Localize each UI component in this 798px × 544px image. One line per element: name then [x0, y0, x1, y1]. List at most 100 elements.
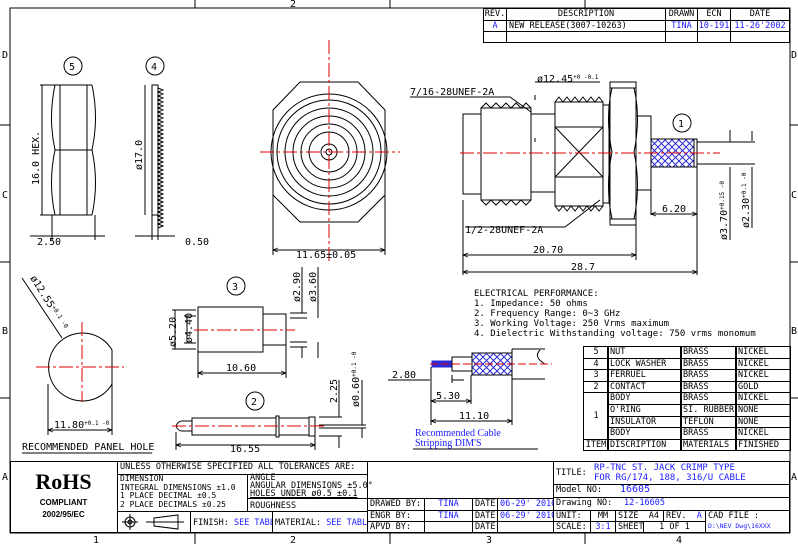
scale-value: 3:1 — [590, 521, 616, 533]
part4-dia-dim: ø17.0 — [134, 140, 145, 170]
side-part-label: 1 — [678, 119, 684, 130]
rev-value: A — [696, 511, 702, 521]
col-label: 1 — [93, 535, 99, 544]
rohs-directive: 2002/95/EC — [42, 510, 85, 519]
dia2-dim: ø3.70+0.15 -0 — [719, 181, 730, 240]
part5-label: 5 — [69, 62, 75, 73]
dimension-title: DIMENSION — [120, 474, 164, 483]
panel-hole-flat: 11.80+0.1 -0 — [54, 420, 110, 431]
cable-stripping-view — [388, 348, 546, 450]
row-label: C — [791, 190, 797, 201]
part3-d4: ø3.60 — [308, 272, 319, 302]
part5-nut-view — [30, 56, 105, 240]
material-field: MATERIAL: SEE TABLE — [272, 511, 368, 533]
row-label: B — [791, 326, 797, 337]
parts-header-cell: FINISHED — [735, 438, 791, 452]
angular-tolerance: ANGULAR DIMENSIONS ±5.0° — [250, 480, 373, 491]
empty-cell — [665, 31, 698, 43]
part3-d1: ø5.20 — [168, 317, 179, 347]
part2-dia: ø0.60+0.1 -0 — [351, 351, 362, 407]
panel-hole-caption: RECOMMENDED PANEL HOLE — [22, 442, 154, 453]
material-label: MATERIAL: — [275, 518, 322, 528]
parts-header-cell: MATERIALS — [680, 438, 737, 452]
electrical-item: 2. Frequency Range: 0~3 GHz — [474, 309, 621, 319]
third-angle-projection-icon — [122, 514, 184, 530]
rohs-compliant: COMPLIANT — [39, 498, 88, 507]
cable-d3: 11.10 — [459, 411, 489, 422]
sheet-label: SHEET — [615, 521, 644, 533]
row-label: A — [2, 472, 8, 483]
parts-header-cell: ITEM — [583, 438, 609, 452]
panel-hole-dia: ø12.55+0.1 -0 — [27, 274, 69, 332]
apvd-by-label: APVD BY: — [367, 521, 425, 533]
thread1-callout: 7/16-28UNEF-2A — [410, 87, 494, 98]
part5-hex-dim: 16.0 HEX. — [31, 131, 42, 185]
front-width-dim: 11.65±0.05 — [296, 250, 356, 261]
finish-field: FINISH: SEE TABLE — [190, 511, 273, 533]
part4-label: 4 — [151, 62, 157, 73]
parts-header-cell: DISCRIPTION — [607, 438, 682, 452]
drawing-number-label: Drawing NO: — [556, 498, 613, 508]
angle-tolerances: ANGLE ANGULAR DIMENSIONS ±5.0° HOLES UND… — [247, 473, 373, 499]
electrical-item: 3. Working Voltage: 250 Vrms maximum — [474, 319, 670, 329]
col-label: 3 — [486, 535, 492, 544]
row-label: D — [791, 50, 797, 61]
title-label: TITLE: — [556, 468, 587, 478]
tolerance-header: UNLESS OTHERWISE SPECIFIED ALL TOLERANCE… — [117, 461, 368, 475]
crimp-length-dim: 6.20 — [662, 204, 686, 215]
drawing-number: 12-16605 — [624, 498, 665, 508]
empty-cell — [506, 31, 666, 43]
title-line-2: FOR RG/174, 188, 316/U CABLE — [594, 473, 746, 483]
empty-cell — [730, 31, 790, 43]
part2-length: 16.55 — [230, 444, 260, 455]
finish-value: SEE TABLE — [233, 518, 272, 528]
roughness: ROUGHNESS — [247, 498, 368, 512]
empty-cell — [483, 31, 507, 43]
cad-file-field: CAD FILE : D:\NEV Dwg\16XXX — [705, 510, 790, 533]
title-line-1: RP-TNC ST. JACK CRIMP TYPE — [594, 463, 735, 473]
panel-hole-centerlines — [36, 322, 124, 402]
size-label: SIZE — [618, 511, 639, 521]
part4-thickness-dim: 0.50 — [185, 237, 209, 248]
dia3-dim: ø2.30+0.1 -0 — [741, 172, 752, 228]
drawing-number-field: Drawing NO: 12-16605 — [553, 497, 790, 511]
cable-d1: 2.80 — [392, 370, 416, 381]
rohs-title: RoHS — [35, 469, 92, 494]
cable-d2: 5.30 — [436, 391, 460, 402]
parts-item-cell: 1 — [583, 392, 609, 440]
cad-file-label: CAD FILE : — [708, 511, 760, 521]
part4-washer-view — [135, 56, 175, 240]
side-dia-dim: ø12.45+0 -0.1 — [537, 74, 599, 85]
two-place-tolerance: 2 PLACE DECIMALS ±0.25 — [120, 499, 226, 509]
row-label: B — [2, 326, 8, 337]
part2-height: 2.25 — [329, 379, 340, 403]
rev-label: REV. — [666, 511, 687, 521]
finish-label: FINISH: — [193, 518, 229, 528]
part2-label: 2 — [251, 397, 257, 408]
electrical-item: 1. Impedance: 50 ohms — [474, 299, 588, 309]
scale-label: SCALE: — [553, 521, 591, 533]
length1-dim: 20.70 — [533, 245, 563, 256]
electrical-title: ELECTRICAL PERFORMANCE: — [474, 289, 599, 299]
cable-caption-2: Stripping DIM'S — [415, 438, 482, 449]
part3-d3: ø2.90 — [292, 272, 303, 302]
projection-symbol — [117, 511, 191, 533]
rohs-mark: RoHS COMPLIANT 2002/95/EC — [10, 461, 117, 533]
dimension-tolerances: DIMENSION INTEGRAL DIMENSIONS ±1.0 1 PLA… — [117, 474, 248, 512]
empty-cell — [697, 31, 731, 43]
holes-tolerance: HOLES UNDER ø0.5 ±0.1 — [250, 488, 358, 499]
row-label: A — [791, 472, 797, 483]
one-place-tolerance: 1 PLACE DECIMAL ±0.5 — [120, 491, 217, 500]
date-label: DATE: — [472, 521, 498, 533]
part3-d2: ø4.40 — [184, 313, 195, 343]
angle-title: ANGLE — [250, 473, 276, 483]
title-field: TITLE: RP-TNC ST. JACK CRIMP TYPE FOR RG… — [553, 461, 790, 485]
model-label: Model NO: — [556, 485, 603, 495]
cable-caption-1: Recommended Cable — [415, 428, 501, 439]
model-field: Model NO: 16605 — [553, 484, 790, 498]
size-value: A4 — [648, 511, 659, 521]
col-label: 2 — [290, 535, 296, 544]
col-label-top: 2 — [290, 0, 296, 10]
